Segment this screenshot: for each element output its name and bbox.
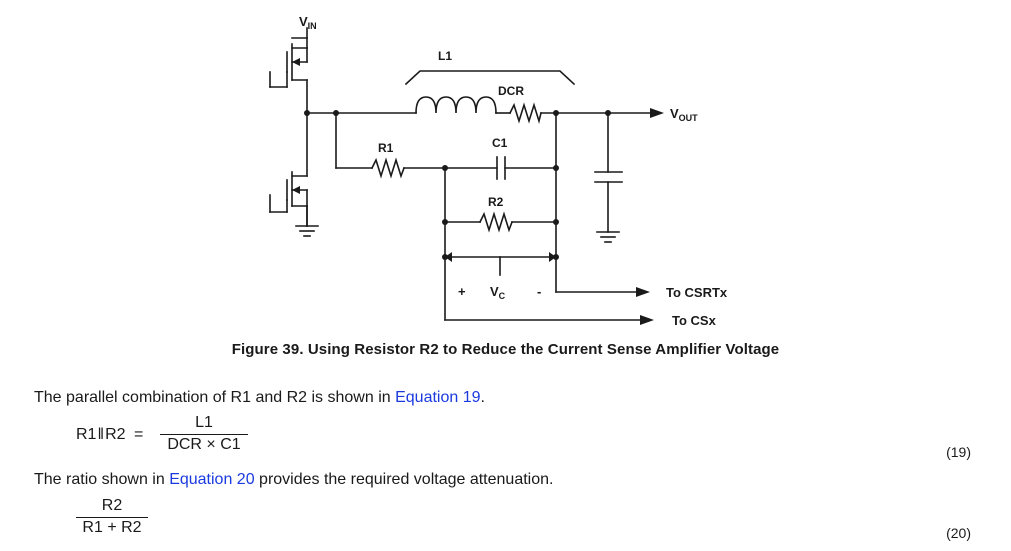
c1-label: C1 <box>492 136 508 150</box>
inductor-l1-symbol <box>415 96 497 114</box>
vc-minus-label: - <box>537 284 541 299</box>
to-csrtx-label: To CSRTx <box>666 285 728 300</box>
vout-arrow-icon <box>650 108 664 118</box>
csrtx-arrow-icon <box>636 287 650 297</box>
r2-label: R2 <box>488 195 504 209</box>
r1-label: R1 <box>378 141 394 155</box>
paragraph-equation-20: The ratio shown in Equation 20 provides … <box>34 471 554 488</box>
r1-resistor-symbol <box>370 157 406 179</box>
equation-19-numerator: L1 <box>195 414 213 431</box>
equation-19-denominator: DCR × C1 <box>167 436 241 453</box>
dcr-resistor-symbol <box>508 102 542 124</box>
equation-19-number: (19) <box>946 444 971 460</box>
equation-20-fraction: R2 R1 + R2 <box>76 497 148 537</box>
r2-resistor-symbol <box>478 211 514 233</box>
to-csx-label: To CSx <box>672 313 717 328</box>
equation-19-fraction: L1 DCR × C1 <box>160 414 248 454</box>
vc-arrow-right-icon <box>549 252 556 262</box>
equation-20-link[interactable]: Equation 20 <box>169 471 255 488</box>
l1-label: L1 <box>438 49 452 63</box>
ground-symbol <box>295 225 319 237</box>
output-ground-symbol <box>596 231 620 243</box>
vin-label: VIN <box>299 14 317 31</box>
high-side-mosfet-symbol <box>269 37 308 114</box>
equation-20-denominator: R1 + R2 <box>82 519 142 536</box>
circuit-schematic: VIN L1 DCR VOUT R1 C1 R2 + VC - To CSRTx… <box>269 14 728 328</box>
paragraph-equation-19: The parallel combination of R1 and R2 is… <box>34 389 485 406</box>
equation-19-link[interactable]: Equation 19 <box>395 389 481 406</box>
equation-20-numerator: R2 <box>101 497 123 514</box>
vc-label: VC <box>490 284 506 301</box>
vc-arrow-left-icon <box>445 252 452 262</box>
equation-19-lhs: R1‖R2 = <box>76 426 144 443</box>
vout-label: VOUT <box>670 106 698 123</box>
vc-plus-label: + <box>458 284 466 299</box>
csx-arrow-icon <box>640 315 654 325</box>
equation-20-number: (20) <box>946 525 971 541</box>
junction-dots <box>304 110 611 260</box>
dcr-label: DCR <box>498 84 524 98</box>
figure-caption: Figure 39. Using Resistor R2 to Reduce t… <box>231 341 780 358</box>
low-side-mosfet-symbol <box>269 112 308 227</box>
